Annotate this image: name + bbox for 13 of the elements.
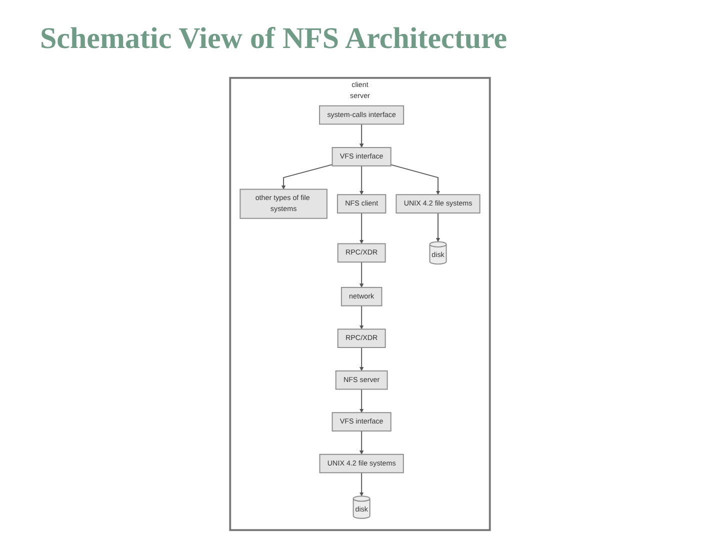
arrow (359, 212, 364, 244)
arrow (436, 212, 440, 242)
arrow (359, 472, 364, 496)
arrow (359, 262, 364, 288)
arrow (359, 430, 364, 455)
arrow (359, 388, 364, 413)
arrow (359, 347, 364, 372)
arrow (359, 165, 364, 195)
arrow (281, 164, 333, 190)
title: Schematic View of NFS Architecture (40, 22, 508, 56)
arrow (359, 124, 364, 148)
arrow (359, 305, 364, 330)
arrow (390, 164, 440, 195)
